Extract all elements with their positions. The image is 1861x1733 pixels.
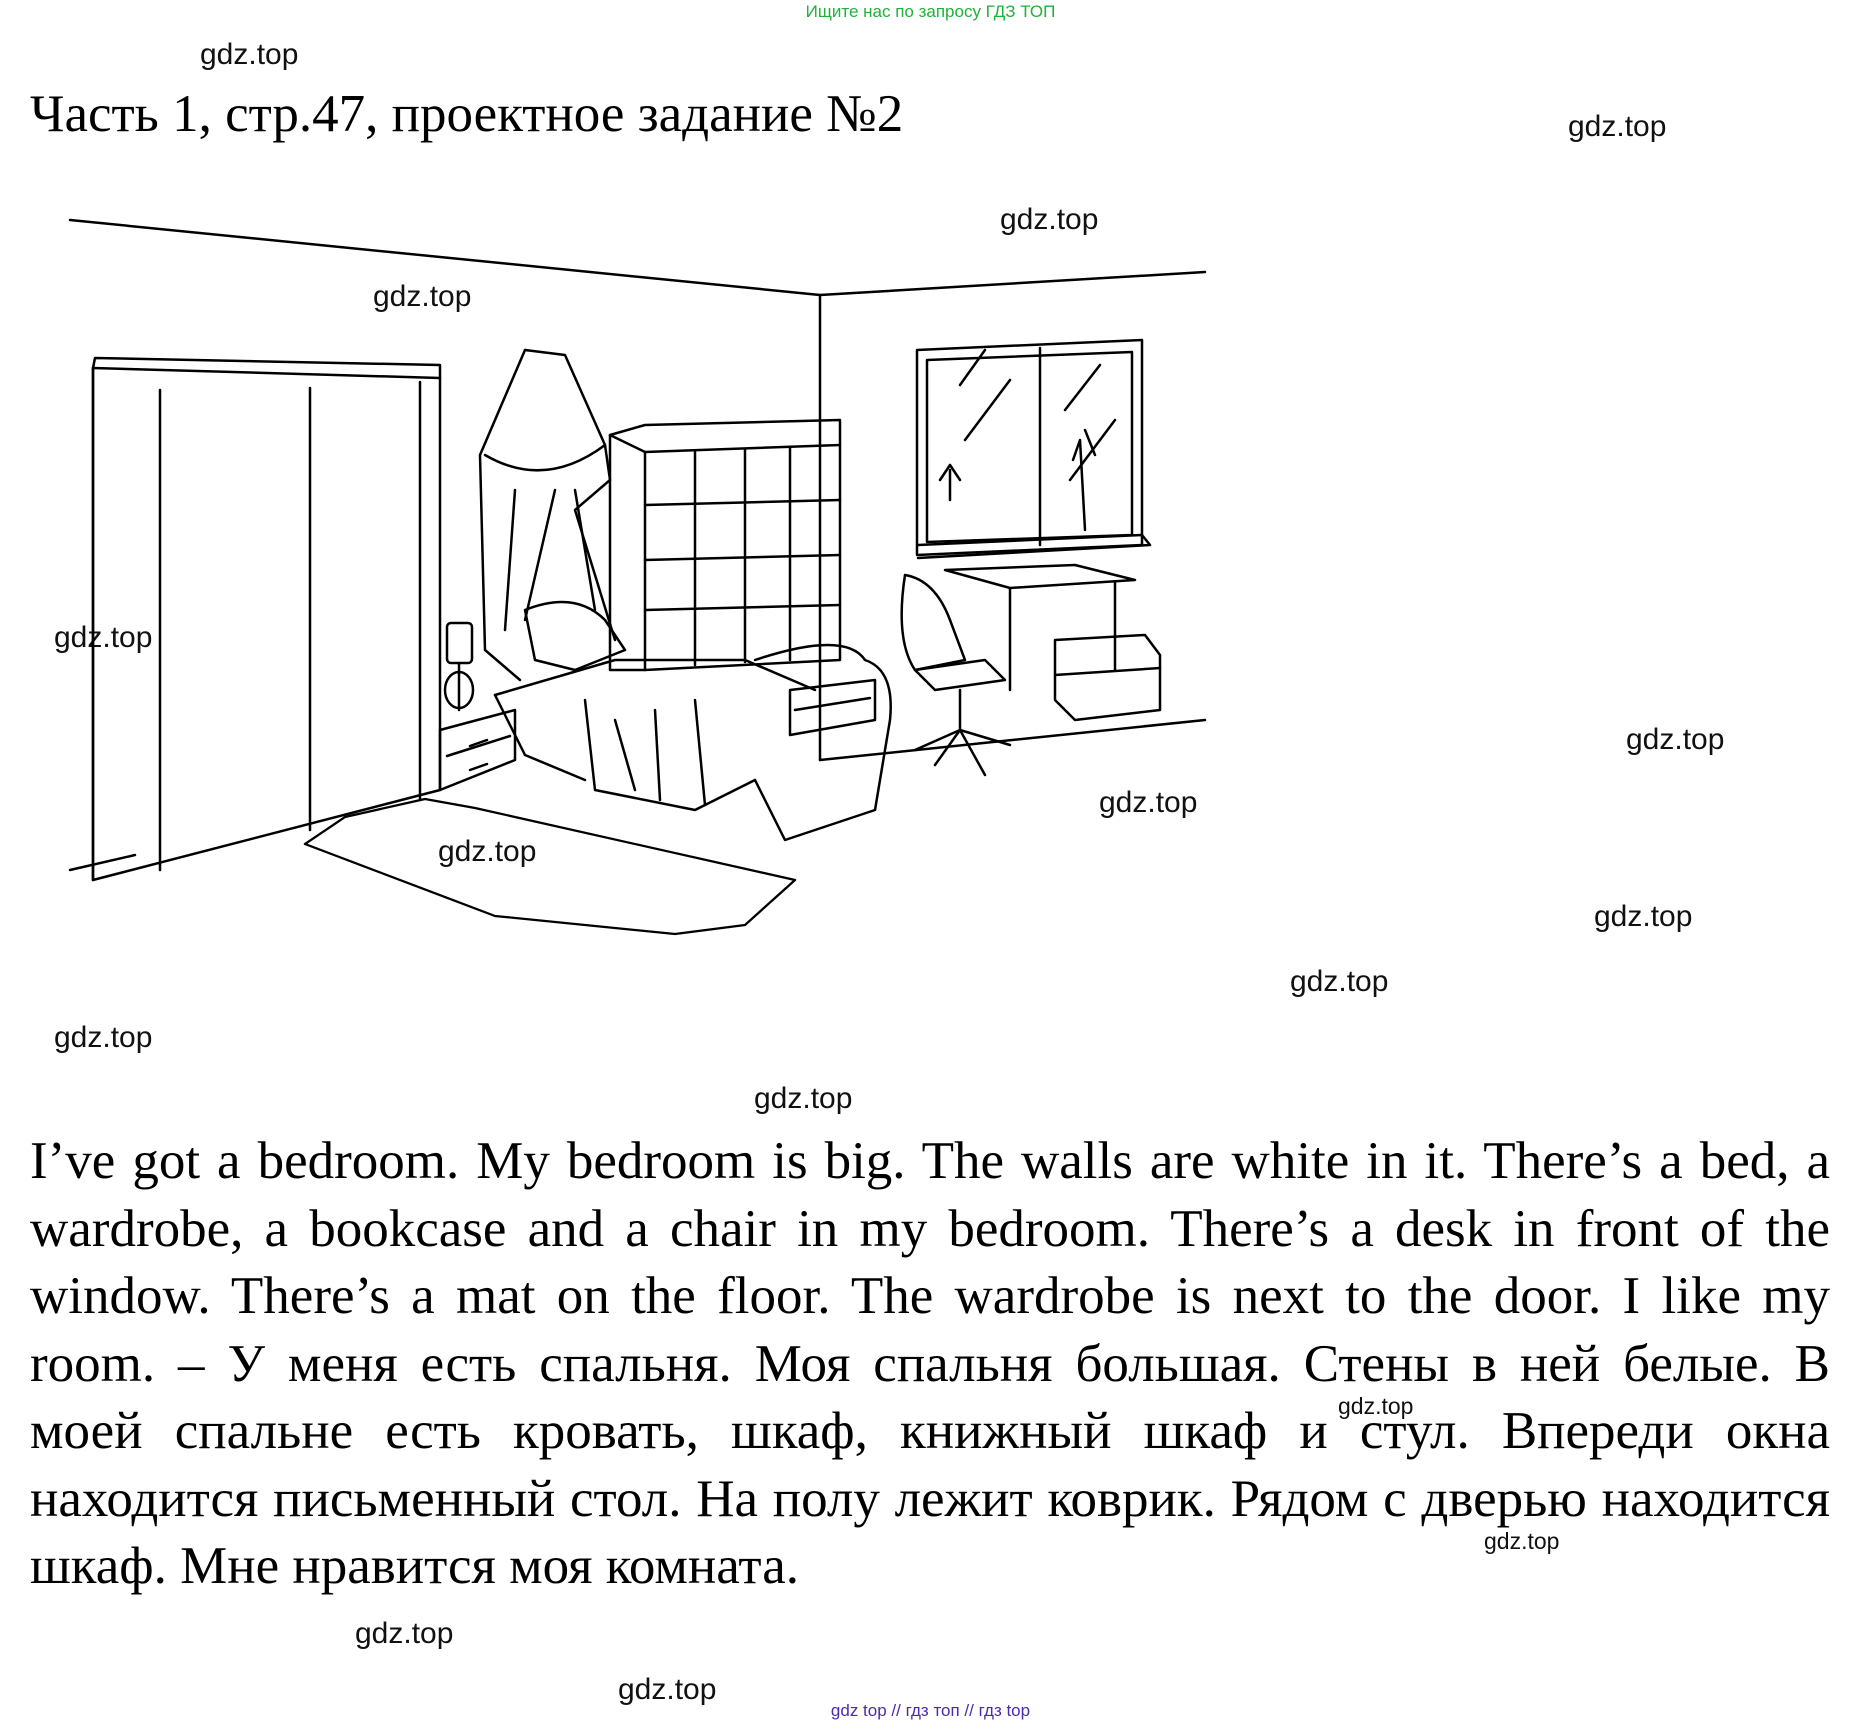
page-title: Часть 1, стр.47, проектное задание №2 bbox=[30, 85, 904, 143]
footer-links[interactable]: gdz top // гдз топ // гдз top bbox=[830, 1701, 1031, 1720]
watermark: gdz.top bbox=[1626, 723, 1725, 756]
watermark: gdz.top bbox=[1484, 1528, 1560, 1554]
watermark: gdz.top bbox=[355, 1617, 454, 1650]
bed-canopy bbox=[478, 348, 617, 682]
watermark: gdz.top bbox=[1290, 965, 1389, 998]
rug bbox=[303, 797, 797, 936]
answer-paragraph: I’ve got a bedroom. My bedroom is big. T… bbox=[30, 1132, 1830, 1595]
watermark: gdz.top bbox=[1338, 1393, 1414, 1419]
bedroom-illustration bbox=[68, 218, 1207, 936]
watermark: gdz.top bbox=[54, 1021, 153, 1054]
top-banner[interactable]: Ищите нас по запросу ГДЗ ТОП bbox=[805, 2, 1056, 21]
plant bbox=[938, 428, 1097, 532]
watermark: gdz.top bbox=[1594, 900, 1693, 933]
bed bbox=[493, 600, 892, 842]
watermark: gdz.top bbox=[200, 38, 299, 71]
watermark: gdz.top bbox=[373, 280, 472, 313]
watermark: gdz.top bbox=[754, 1082, 853, 1115]
watermark: gdz.top bbox=[54, 621, 153, 654]
bookcase bbox=[608, 418, 877, 737]
watermark: gdz.top bbox=[1099, 786, 1198, 819]
nightstand bbox=[438, 621, 517, 792]
watermark: gdz.top bbox=[1568, 110, 1667, 143]
chair bbox=[900, 573, 1012, 777]
wardrobe bbox=[91, 356, 442, 882]
window bbox=[915, 338, 1152, 560]
watermark: gdz.top bbox=[438, 835, 537, 868]
desk bbox=[943, 563, 1162, 722]
watermark: gdz.top bbox=[618, 1673, 717, 1706]
watermark: gdz.top bbox=[1000, 203, 1099, 236]
